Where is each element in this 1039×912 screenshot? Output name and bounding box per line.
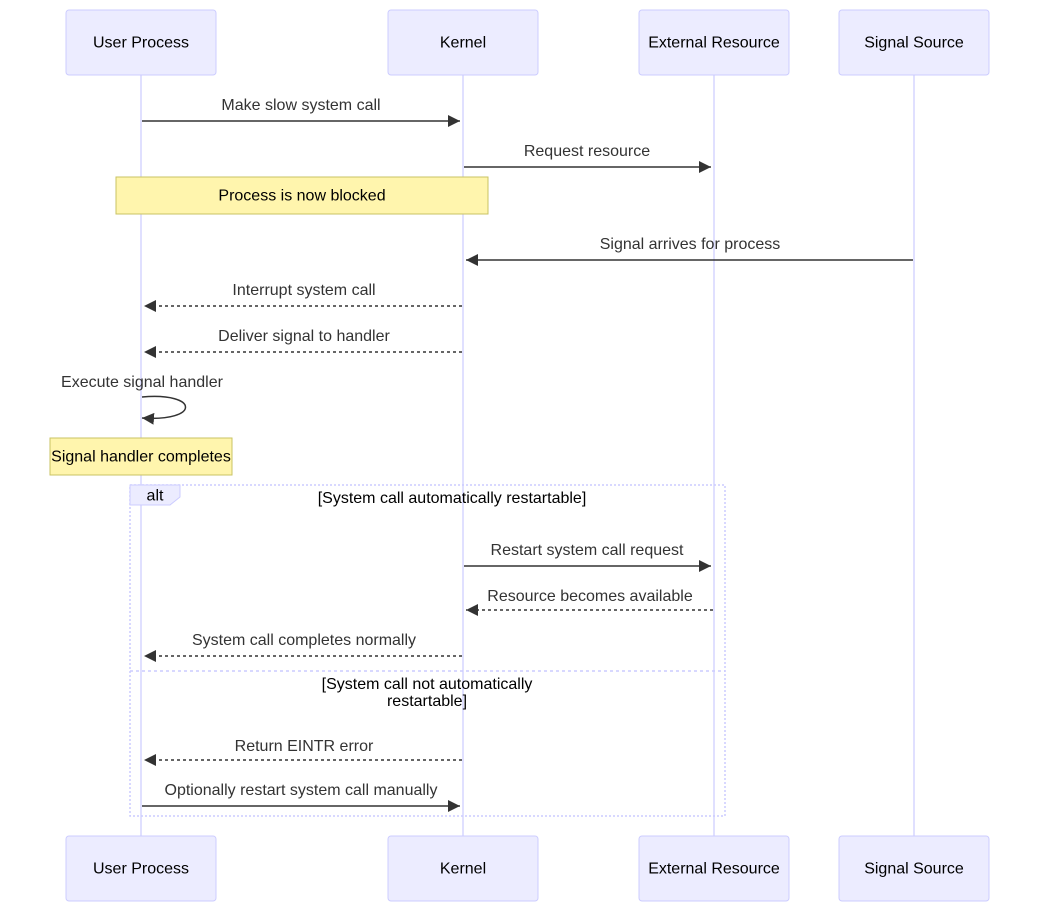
actor-label: User Process [93,861,189,878]
message-label: Return EINTR error [235,738,374,755]
alt-guard-2-line-1: [System call not automatically [322,676,533,693]
note-label: Process is now blocked [218,188,385,205]
actor-external-resource-top: External Resource [638,9,790,76]
actor-kernel-bottom: Kernel [387,835,539,902]
actor-label: User Process [93,35,189,52]
note-label: Signal handler completes [51,449,231,466]
actor-label: Signal Source [864,861,964,878]
actor-signal-source-bottom: Signal Source [838,835,990,902]
alt-tag-label: alt [147,488,164,505]
message-label: Restart system call request [491,542,685,559]
message-label: System call completes normally [192,632,416,649]
message-label: Request resource [524,143,650,160]
note-signal-handler-completes: Signal handler completes [49,437,233,476]
message-label: Deliver signal to handler [218,328,390,345]
actor-kernel-top: Kernel [387,9,539,76]
actor-external-resource-bottom: External Resource [638,835,790,902]
note-process-blocked: Process is now blocked [115,176,489,215]
actor-user-process-bottom: User Process [65,835,217,902]
actor-label: Kernel [440,861,486,878]
actor-label: Kernel [440,35,486,52]
actor-signal-source-top: Signal Source [838,9,990,76]
alt-guard-1: [System call automatically restartable] [318,490,587,507]
message-label: Make slow system call [221,97,380,114]
actor-user-process-top: User Process [65,9,217,76]
message-label: Execute signal handler [61,374,224,391]
message-label: Optionally restart system call manually [165,782,438,799]
message-label: Interrupt system call [232,282,375,299]
actor-label: Signal Source [864,35,964,52]
alt-guard-2-line-2: restartable] [387,693,467,710]
alt-tag [129,484,181,506]
message-label: Resource becomes available [487,588,693,605]
alt-frame: alt [System call automatically restartab… [129,484,726,817]
actor-label: External Resource [648,861,780,878]
actor-label: External Resource [648,35,780,52]
message-label: Signal arrives for process [600,236,781,253]
self-message-arrow [141,395,186,425]
